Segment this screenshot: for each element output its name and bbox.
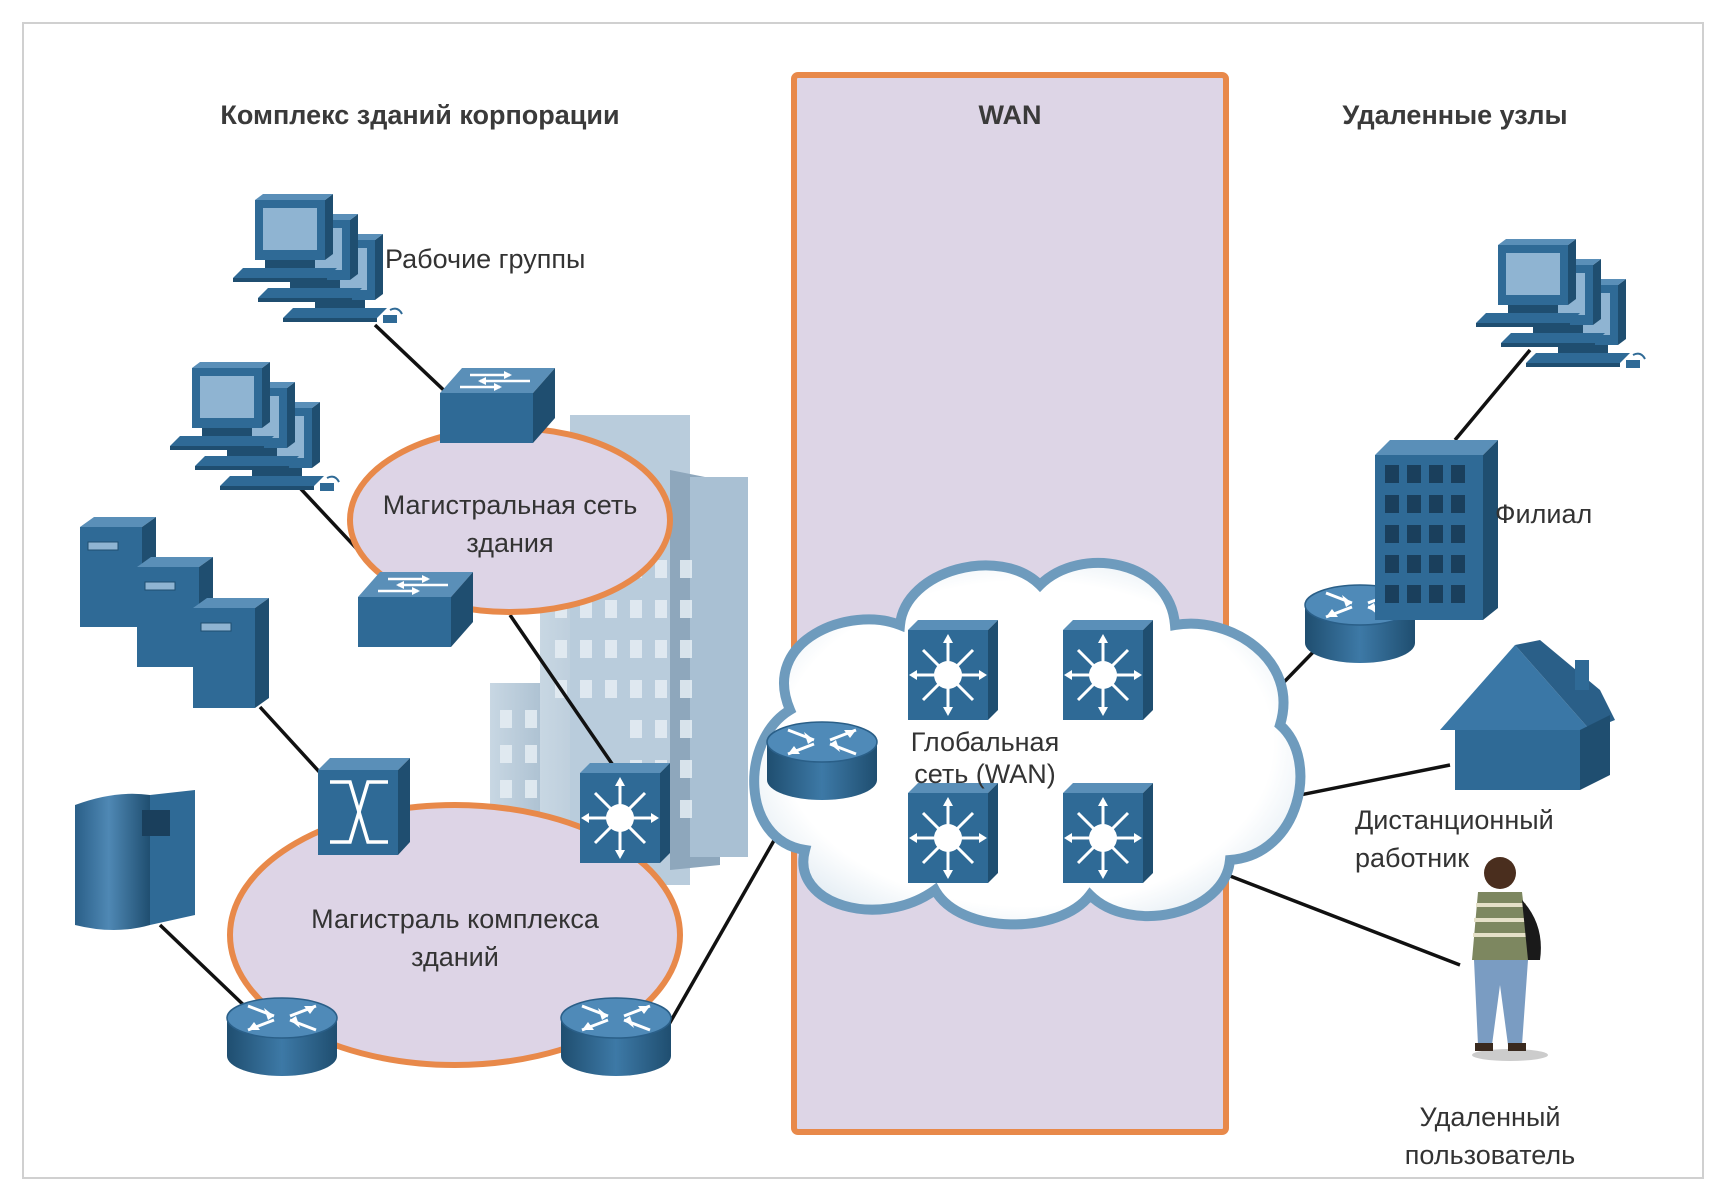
- campus-header: Комплекс зданий корпорации: [220, 100, 620, 130]
- branch-label: Филиал: [1495, 499, 1593, 529]
- workstation-icon: [1476, 239, 1645, 368]
- house-icon: [1440, 640, 1615, 790]
- remote-user-label-line2: пользователь: [1404, 1140, 1576, 1170]
- campus-backbone-label-line2: зданий: [411, 942, 499, 972]
- multilayer-switch-icon: [906, 618, 1000, 722]
- wan-header: WAN: [978, 100, 1042, 130]
- workstation-icon: [170, 362, 339, 491]
- teleworker-label-line1: Дистанционный: [1355, 805, 1554, 835]
- workgroups-label: Рабочие группы: [385, 244, 586, 274]
- remote-sites-header: Удаленные узлы: [1342, 100, 1568, 130]
- multilayer-switch-icon: [906, 781, 1000, 885]
- remote-user-label-line1: Удаленный: [1419, 1102, 1561, 1132]
- multilayer-switch-icon: [1061, 618, 1155, 722]
- teleworker-label-line2: работник: [1355, 843, 1470, 873]
- workstation-icon: [233, 194, 402, 323]
- multilayer-switch-icon: [578, 761, 672, 865]
- campus-backbone-label-line1: Магистраль комплекса: [311, 904, 599, 934]
- switch-icon: [438, 366, 557, 445]
- server-icon: [79, 516, 270, 709]
- switch-icon: [356, 570, 475, 649]
- wan-cloud-label-line1: Глобальная: [910, 727, 1060, 757]
- building-backbone-label-line2: здания: [466, 528, 554, 558]
- router-icon: [559, 996, 673, 1078]
- building-icon: [1375, 440, 1498, 620]
- atm-switch-icon: [318, 758, 410, 855]
- multilayer-switch-icon: [1061, 781, 1155, 885]
- person-icon: [1472, 857, 1548, 1061]
- building-backbone-label-line1: Магистральная сеть: [382, 490, 638, 520]
- router-icon: [765, 720, 879, 802]
- server-icon: [75, 790, 195, 930]
- cloud-icon: [749, 558, 1306, 930]
- campus-backbone-ring: [227, 802, 683, 1068]
- router-icon: [225, 996, 339, 1078]
- wan-cloud-label-line2: сеть (WAN): [914, 759, 1056, 789]
- outer-frame: [22, 22, 1704, 1179]
